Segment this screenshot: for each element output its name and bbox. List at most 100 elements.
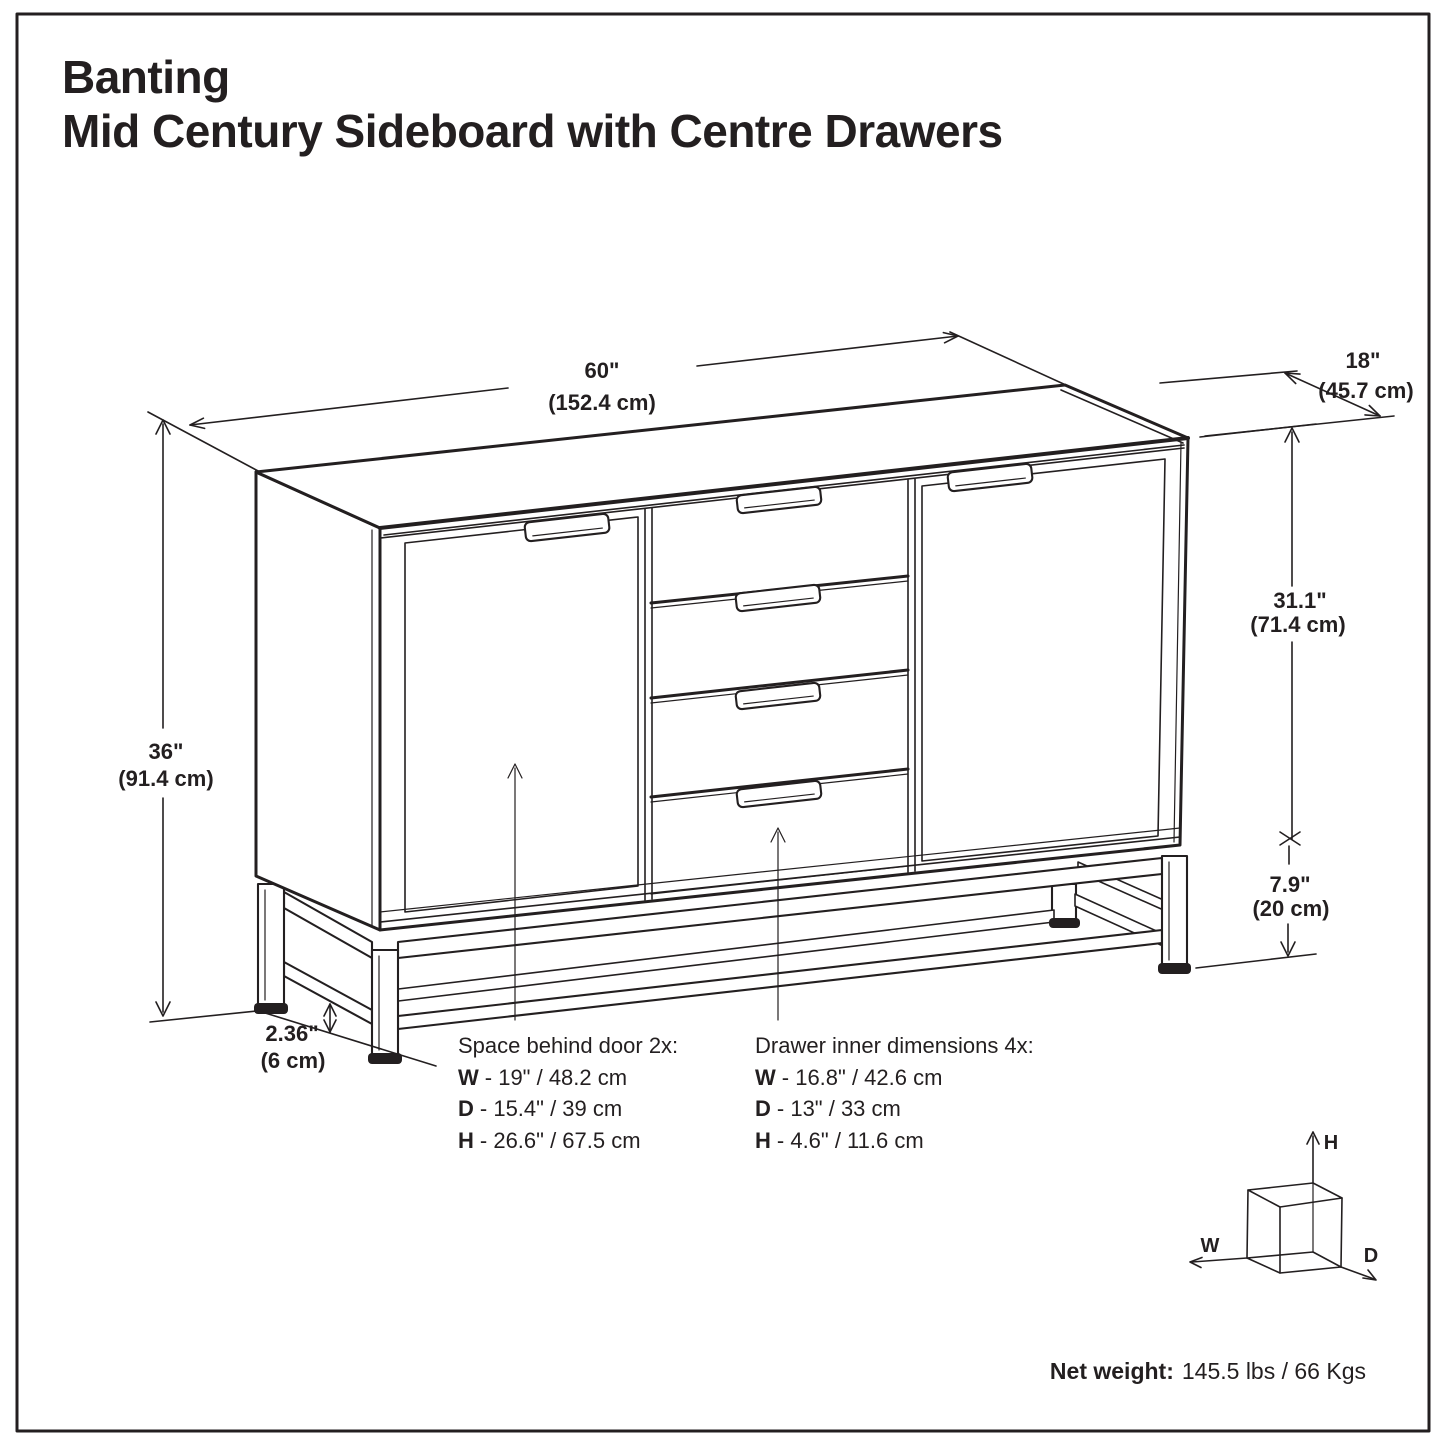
- h-axis-arrowhead: [1306, 1131, 1320, 1145]
- front-right-leg: [1160, 854, 1189, 966]
- panel-gap-lines: [644, 478, 916, 901]
- dimension-line: [189, 335, 959, 426]
- sideboard-drawing: [254, 383, 1191, 1064]
- drawer-4-handle-lip: [744, 793, 815, 803]
- drawer-3-handle: [734, 681, 822, 711]
- left-side-panel: [254, 470, 382, 932]
- h-value: - 4.6" / 11.6 cm: [777, 1128, 924, 1153]
- depth-in-label: 18": [1346, 348, 1381, 373]
- left-door-handle: [523, 512, 611, 543]
- h-axis-label: H: [1324, 1132, 1338, 1154]
- d-axis-line: [1340, 1266, 1375, 1280]
- h-value: - 26.6" / 67.5 cm: [480, 1128, 641, 1153]
- net-weight-label: Net weight:: [1050, 1358, 1174, 1384]
- right-edge-inner: [1173, 442, 1182, 843]
- base-frame: [254, 854, 1191, 1064]
- top-front-edge: [378, 436, 1190, 530]
- door-space-depth: D- 15.4" / 39 cm: [458, 1096, 622, 1121]
- arrowheads: [323, 1003, 337, 1033]
- d-label: D: [458, 1096, 474, 1121]
- extension-line: [149, 1009, 267, 1023]
- front-left-leg: [370, 948, 400, 1056]
- base-clearance-cm-label: (6 cm): [261, 1048, 326, 1073]
- arrowheads: [189, 331, 959, 430]
- bottom-rail-line-2: [379, 827, 1181, 913]
- left-door-handle-lip: [532, 527, 603, 537]
- drawer-3-handle-lip: [743, 695, 814, 705]
- extension-line: [949, 331, 1069, 387]
- arrowhead: [1280, 941, 1296, 957]
- door-space-annotation: Space behind door 2x: W- 19" / 48.2 cm D…: [458, 763, 678, 1153]
- w-label: W: [755, 1065, 776, 1090]
- base-height-in-label: 7.9": [1269, 872, 1310, 897]
- dimension-line: [1287, 845, 1290, 953]
- body-height-in-label: 31.1": [1273, 588, 1326, 613]
- dimension-base-clearance: 2.36" (6 cm): [261, 1003, 437, 1073]
- back-right-leg: [1050, 882, 1078, 922]
- d-value: - 15.4" / 39 cm: [480, 1096, 622, 1121]
- dimension-base-height: 7.9" (20 cm): [1195, 845, 1330, 969]
- ground-extension-line: [261, 1011, 437, 1067]
- net-weight-value: 145.5 lbs / 66 Kgs: [1182, 1358, 1366, 1384]
- depth-cm-label: (45.7 cm): [1318, 378, 1413, 403]
- drawer-width: W- 16.8" / 42.6 cm: [755, 1065, 942, 1090]
- right-door-handle-lip: [955, 477, 1026, 487]
- drawer-height: H- 4.6" / 11.6 cm: [755, 1128, 924, 1153]
- dimension-depth: 18" (45.7 cm): [1159, 348, 1414, 437]
- back-left-foot: [254, 1003, 288, 1014]
- back-left-leg: [256, 882, 286, 1006]
- page-border: [15, 12, 1431, 1433]
- door-space-height: H- 26.6" / 67.5 cm: [458, 1128, 641, 1153]
- w-axis-line: [1191, 1257, 1248, 1263]
- junction-x-mark: [1279, 831, 1301, 846]
- door-space-title: Space behind door 2x:: [458, 1033, 678, 1058]
- dimension-body-height: 31.1" (71.4 cm): [1199, 423, 1346, 846]
- title-block: Banting Mid Century Sideboard with Centr…: [62, 51, 1003, 157]
- drawer-2-handle-lip: [743, 597, 814, 607]
- leader-arrowhead: [507, 763, 523, 779]
- drawer-dimensions-annotation: Drawer inner dimensions 4x: W- 16.8" / 4…: [755, 827, 1034, 1153]
- w-axis-label: W: [1201, 1235, 1220, 1257]
- w-axis-arrowhead: [1189, 1256, 1203, 1269]
- left-side-bottom-stretcher: [282, 960, 374, 1026]
- front-right-foot: [1158, 963, 1191, 974]
- h-label: H: [458, 1128, 474, 1153]
- dimension-total-height: 36" (91.4 cm): [118, 419, 267, 1023]
- arrowheads: [155, 419, 171, 1017]
- extension-line: [147, 411, 261, 473]
- top-right-edge-inner: [1060, 389, 1184, 444]
- front-left-foot: [368, 1053, 402, 1064]
- dimension-width: 60" (152.4 cm): [147, 331, 1069, 473]
- drawer-1-handle-lip: [744, 499, 815, 509]
- back-right-foot: [1049, 918, 1080, 928]
- drawer-2-handle: [734, 583, 822, 613]
- net-weight: Net weight: 145.5 lbs / 66 Kgs: [1050, 1358, 1366, 1384]
- cabinet-body: [254, 383, 1190, 932]
- total-height-in-label: 36": [149, 739, 184, 764]
- dimension-line: [1284, 372, 1381, 417]
- d-axis-arrowhead: [1362, 1269, 1377, 1281]
- leader-arrowhead: [770, 827, 786, 843]
- drawer-depth: D- 13" / 33 cm: [755, 1096, 901, 1121]
- d-value: - 13" / 33 cm: [777, 1096, 901, 1121]
- right-door: [921, 458, 1166, 862]
- d-label: D: [755, 1096, 771, 1121]
- cube-top-face: [1247, 1182, 1343, 1208]
- width-cm-label: (152.4 cm): [548, 390, 656, 415]
- extension-line: [1159, 370, 1298, 384]
- w-value: - 16.8" / 42.6 cm: [782, 1065, 943, 1090]
- product-description: Mid Century Sideboard with Centre Drawer…: [62, 105, 1003, 157]
- d-axis-label: D: [1364, 1245, 1378, 1267]
- body-height-cm-label: (71.4 cm): [1250, 612, 1345, 637]
- drawer-1-handle: [735, 485, 823, 515]
- drawer-4-handle: [735, 779, 823, 809]
- h-label: H: [755, 1128, 771, 1153]
- base-clearance-in-label: 2.36": [265, 1021, 318, 1046]
- cube-bottom-edges: [1246, 1251, 1342, 1274]
- arrowheads: [1284, 372, 1381, 417]
- extension-line: [1195, 953, 1317, 969]
- door-space-width: W- 19" / 48.2 cm: [458, 1065, 627, 1090]
- w-value: - 19" / 48.2 cm: [485, 1065, 627, 1090]
